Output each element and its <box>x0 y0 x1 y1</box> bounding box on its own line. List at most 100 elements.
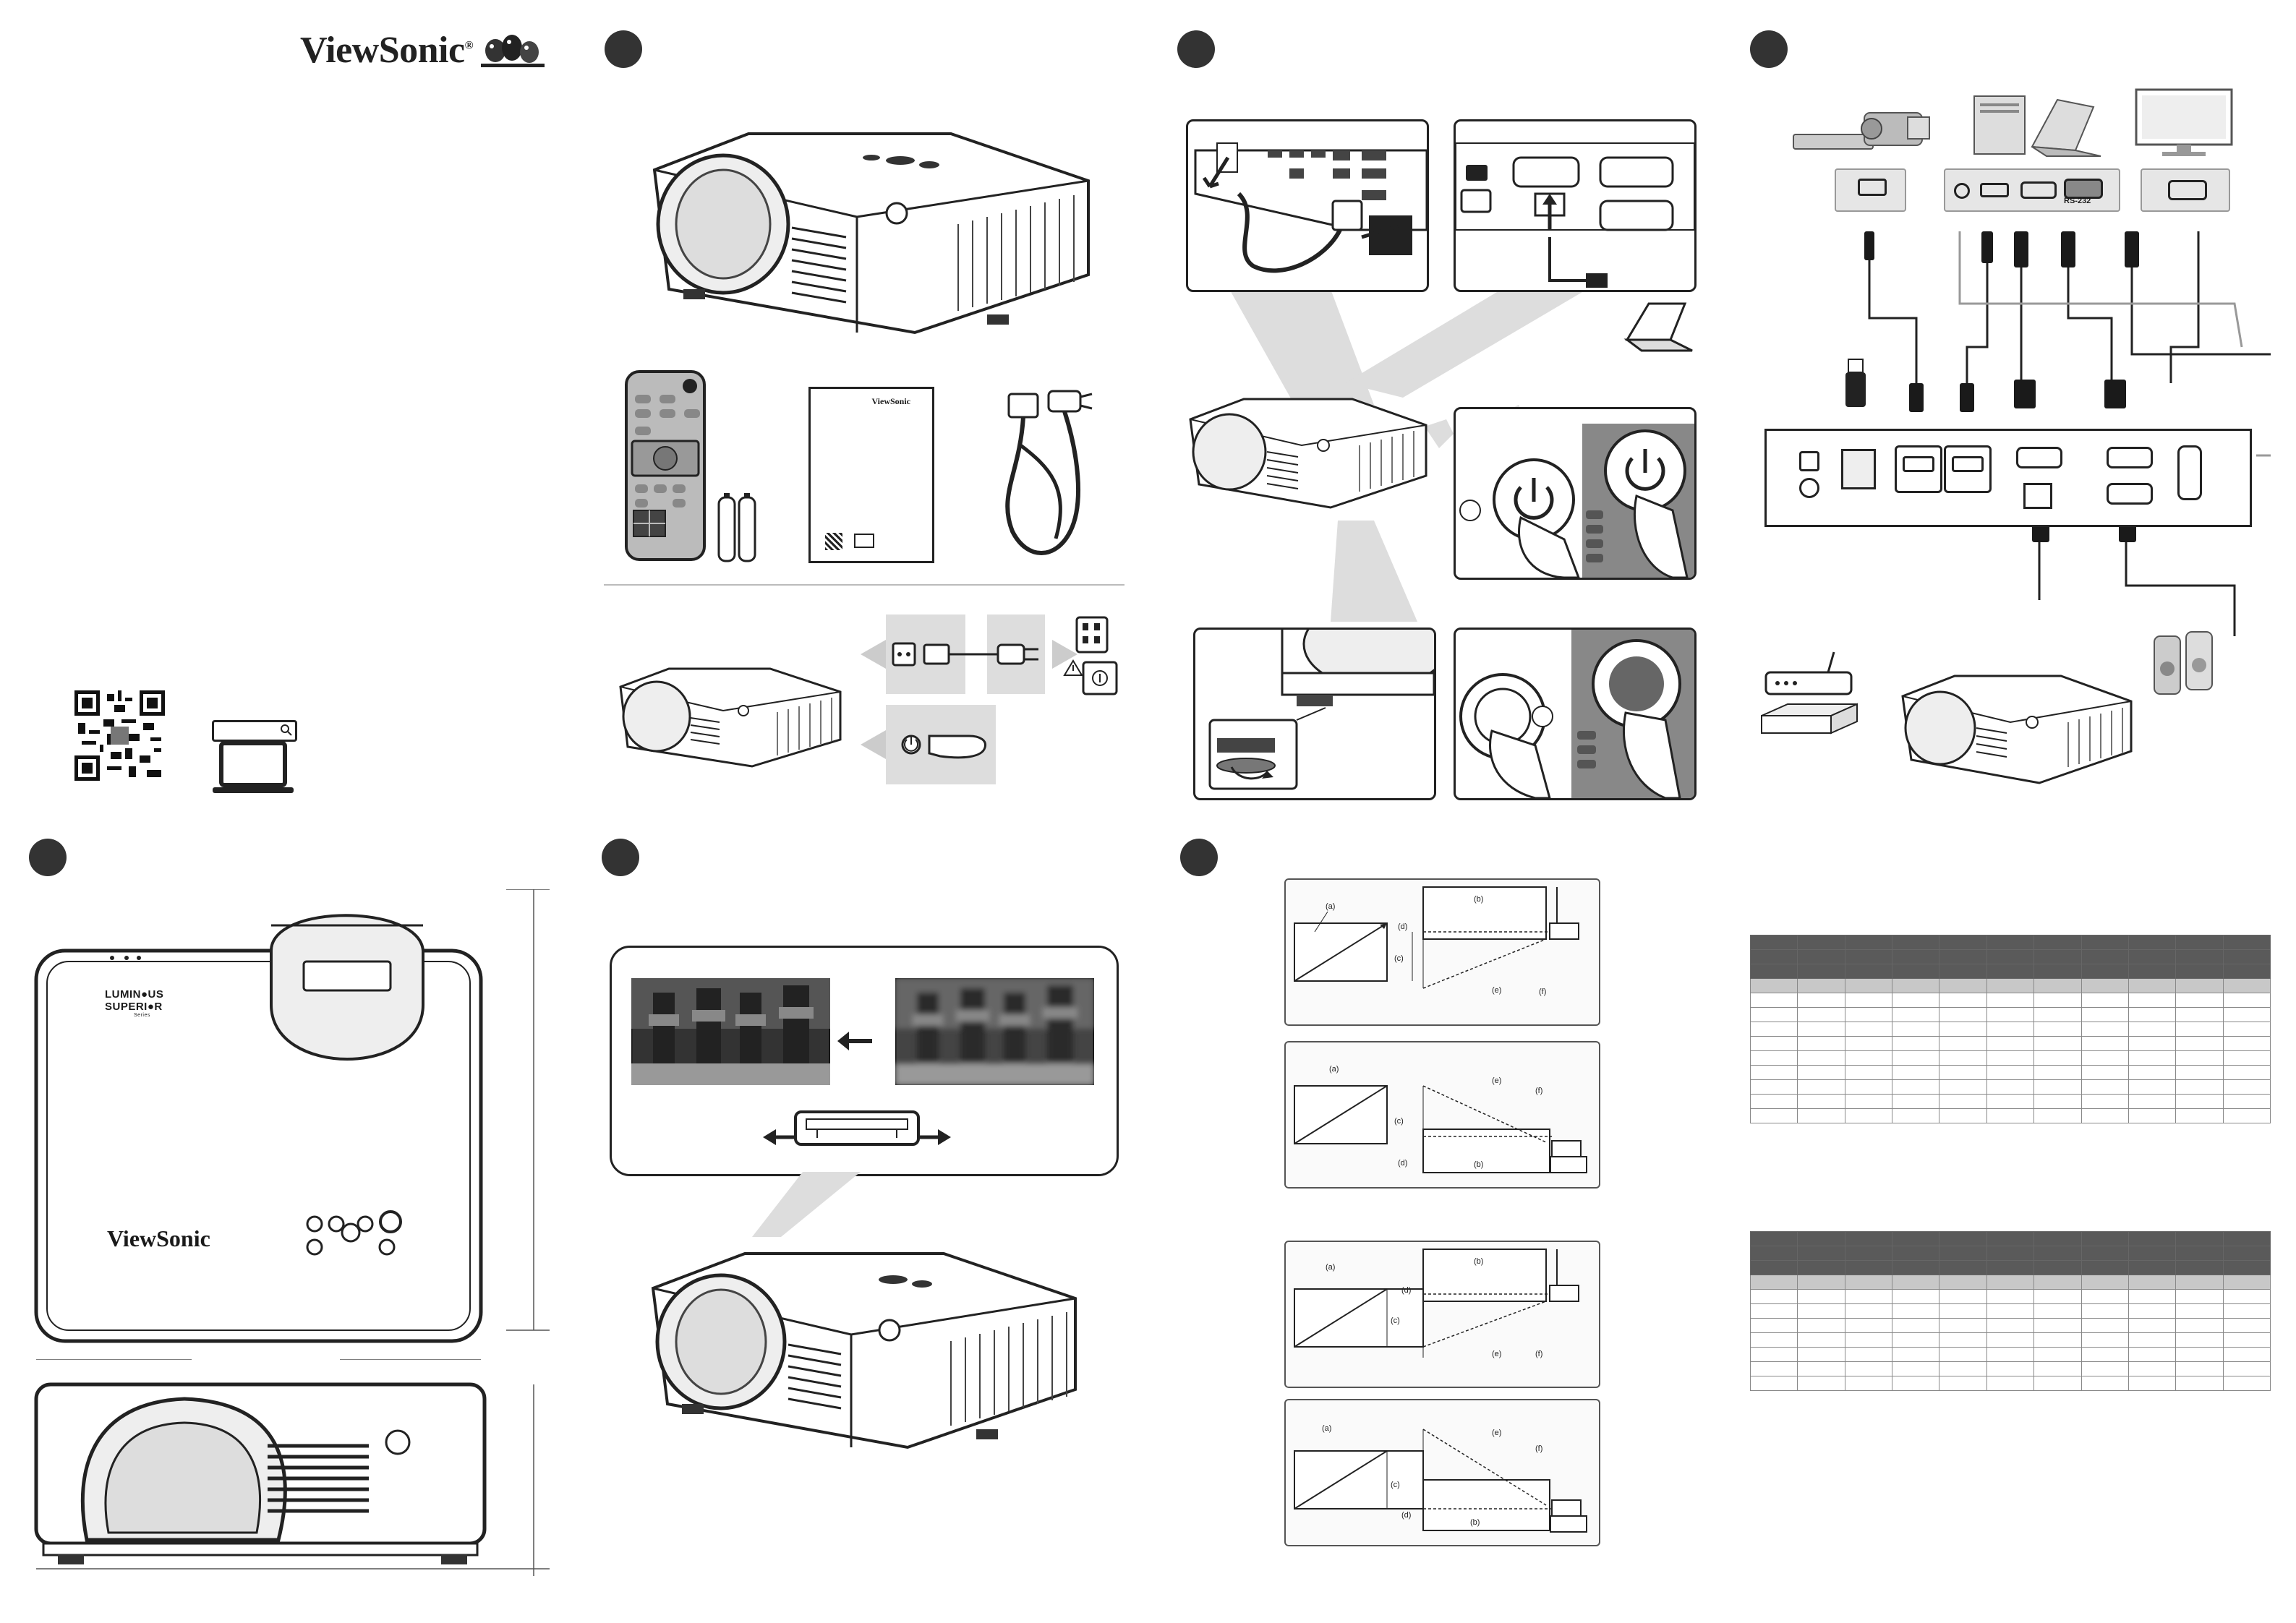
table-cell <box>2128 964 2177 979</box>
table-cell <box>1986 1036 2035 1051</box>
table-cell <box>2081 1246 2129 1261</box>
table-cell <box>2175 1289 2224 1304</box>
table-cell <box>2081 1361 2129 1376</box>
table-row <box>1749 1376 2271 1391</box>
table-cell <box>2222 1231 2271 1246</box>
table-cell <box>1892 1246 1940 1261</box>
table-cell <box>1844 993 1893 1008</box>
table-cell <box>1749 1376 1798 1391</box>
step-1-marker <box>605 30 642 68</box>
table-cell <box>1844 1065 1893 1080</box>
badge-line-3: Series <box>134 1013 150 1018</box>
table-cell <box>1892 1303 1940 1319</box>
table-cell <box>2175 978 2224 993</box>
table-cell <box>1797 1246 1845 1261</box>
warning-ground-icon <box>1063 659 1118 695</box>
remote-control-icon <box>625 370 706 561</box>
wall-outlet-icon <box>1075 616 1109 654</box>
table-cell <box>2081 1376 2129 1391</box>
table-cell <box>2222 1079 2271 1095</box>
table-cell <box>1939 978 1987 993</box>
table-cell <box>1797 1361 1845 1376</box>
laptop-icon <box>213 741 294 793</box>
table-cell <box>1844 1036 1893 1051</box>
table-cell <box>2033 1094 2082 1109</box>
table-cell <box>2222 993 2271 1008</box>
table-cell <box>1797 993 1845 1008</box>
table-cell <box>1749 1246 1798 1261</box>
table-cell <box>1844 1246 1893 1261</box>
table-cell <box>2175 1231 2224 1246</box>
monitor-source-port <box>2141 168 2230 212</box>
table-cell <box>2081 1079 2129 1095</box>
rs232-connection-panel <box>1454 119 1697 292</box>
label-c: (c) <box>1394 954 1404 963</box>
power-cord-icon <box>1005 390 1093 555</box>
throw-distance-table-4-3 <box>1749 1231 2271 1391</box>
table-cell <box>2081 1318 2129 1333</box>
table-cell <box>2175 1347 2224 1362</box>
table-cell <box>1797 978 1845 993</box>
table-cell <box>1749 1036 1798 1051</box>
table-row <box>1749 949 2271 964</box>
table-cell <box>2033 1108 2082 1123</box>
pc-source-ports: RS-232 <box>1944 168 2120 212</box>
table-cell <box>2128 1065 2177 1080</box>
table-cell <box>2175 1246 2224 1261</box>
table-cell <box>1797 1079 1845 1095</box>
power-cord-connect-icon <box>861 640 1077 669</box>
table-cell <box>2222 1361 2271 1376</box>
table-cell <box>1986 1094 2035 1109</box>
table-cell <box>2033 1332 2082 1348</box>
table-cell <box>1939 1347 1987 1362</box>
label-c: (c) <box>1394 1117 1404 1126</box>
table-cell <box>1749 1065 1798 1080</box>
table-row <box>1749 964 2271 979</box>
table-cell <box>2222 1260 2271 1275</box>
table-cell <box>1986 1050 2035 1066</box>
projector-rear-panel <box>1764 429 2252 527</box>
table-cell <box>2081 935 2129 950</box>
table-cell <box>2033 1079 2082 1095</box>
router-icon <box>1764 651 1853 695</box>
table-cell <box>2175 949 2224 964</box>
qr-code-icon[interactable] <box>74 690 165 781</box>
table-cell <box>1892 1007 1940 1022</box>
table-cell <box>1749 993 1798 1008</box>
power-on-panel <box>1454 407 1697 580</box>
foot-adjust-panel <box>1193 628 1436 800</box>
label-e: (e) <box>1492 1429 1501 1437</box>
table-cell <box>1844 1231 1893 1246</box>
table-cell <box>2222 1050 2271 1066</box>
table-cell <box>1892 1361 1940 1376</box>
table-cell <box>1844 1050 1893 1066</box>
table-cell <box>1986 1318 2035 1333</box>
table-cell <box>2222 1022 2271 1037</box>
table-cell <box>1797 1065 1845 1080</box>
section-divider <box>604 584 1124 586</box>
projector-front-view <box>34 1359 550 1576</box>
table-cell <box>1844 964 1893 979</box>
table-cell <box>2222 1332 2271 1348</box>
table-cell <box>1939 1361 1987 1376</box>
table-cell <box>2128 935 2177 950</box>
label-a: (a) <box>1322 1424 1331 1433</box>
throw-diagram-floor-16-9: (a) (b) (c) (d) (e) (f) <box>1284 1041 1600 1189</box>
table-cell <box>1749 1332 1798 1348</box>
table-cell <box>1844 1318 1893 1333</box>
table-cell <box>1892 1036 1940 1051</box>
table-cell <box>2128 949 2177 964</box>
table-cell <box>1749 1007 1798 1022</box>
brand-logo: ViewSonic® <box>300 29 474 72</box>
table-row <box>1749 1108 2271 1123</box>
table-row <box>1749 1050 2271 1066</box>
table-cell <box>2128 1332 2177 1348</box>
table-cell <box>1797 1007 1845 1022</box>
focus-slider-icon[interactable] <box>763 1105 951 1155</box>
table-cell <box>1986 935 2035 950</box>
table-row <box>1749 1231 2271 1246</box>
projector-icon <box>651 1252 1077 1449</box>
brand-birds-icon <box>481 35 545 67</box>
badge-line-1: LUMIN●US <box>105 988 164 1001</box>
table-cell <box>1797 1347 1845 1362</box>
